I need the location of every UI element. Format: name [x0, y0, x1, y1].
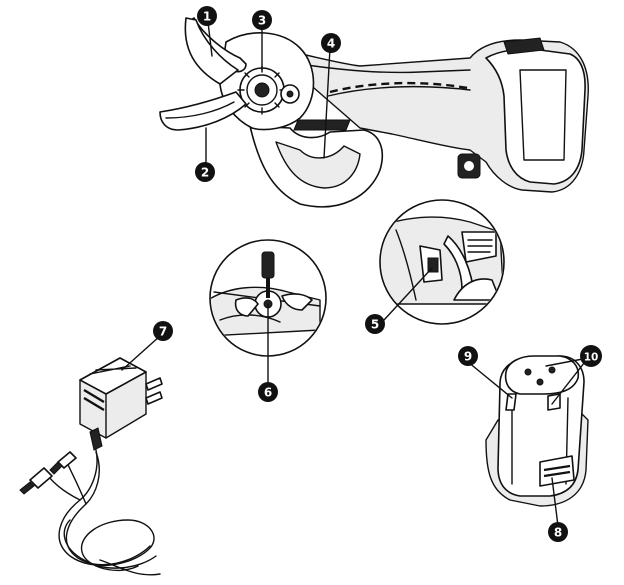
pruner-illustration — [159, 17, 589, 208]
blade-adjustment-detail — [209, 239, 327, 357]
callout-5: 5 — [365, 314, 385, 334]
callout-9: 9 — [458, 346, 478, 366]
callout-7-label: 7 — [159, 325, 167, 339]
callout-1: 1 — [197, 6, 217, 26]
safety-switch-detail — [379, 199, 505, 325]
callout-2: 2 — [195, 162, 215, 182]
charger-illustration — [19, 357, 163, 576]
callout-4: 4 — [321, 33, 341, 53]
callout-2-label: 2 — [201, 166, 209, 180]
battery-illustration — [485, 355, 589, 507]
callout-6-label: 6 — [264, 386, 272, 400]
callout-3: 3 — [252, 10, 272, 30]
callout-10-label: 10 — [584, 352, 599, 364]
callout-8-label: 8 — [554, 526, 562, 540]
callout-7: 7 — [153, 321, 173, 341]
callout-10: 10 — [580, 345, 602, 367]
callout-9-label: 9 — [464, 350, 472, 364]
callout-8: 8 — [548, 522, 568, 542]
callout-1-label: 1 — [203, 10, 211, 24]
callout-4-label: 4 — [327, 37, 335, 51]
callout-6: 6 — [258, 382, 278, 402]
callout-5-label: 5 — [371, 318, 379, 332]
callout-3-label: 3 — [258, 14, 266, 28]
